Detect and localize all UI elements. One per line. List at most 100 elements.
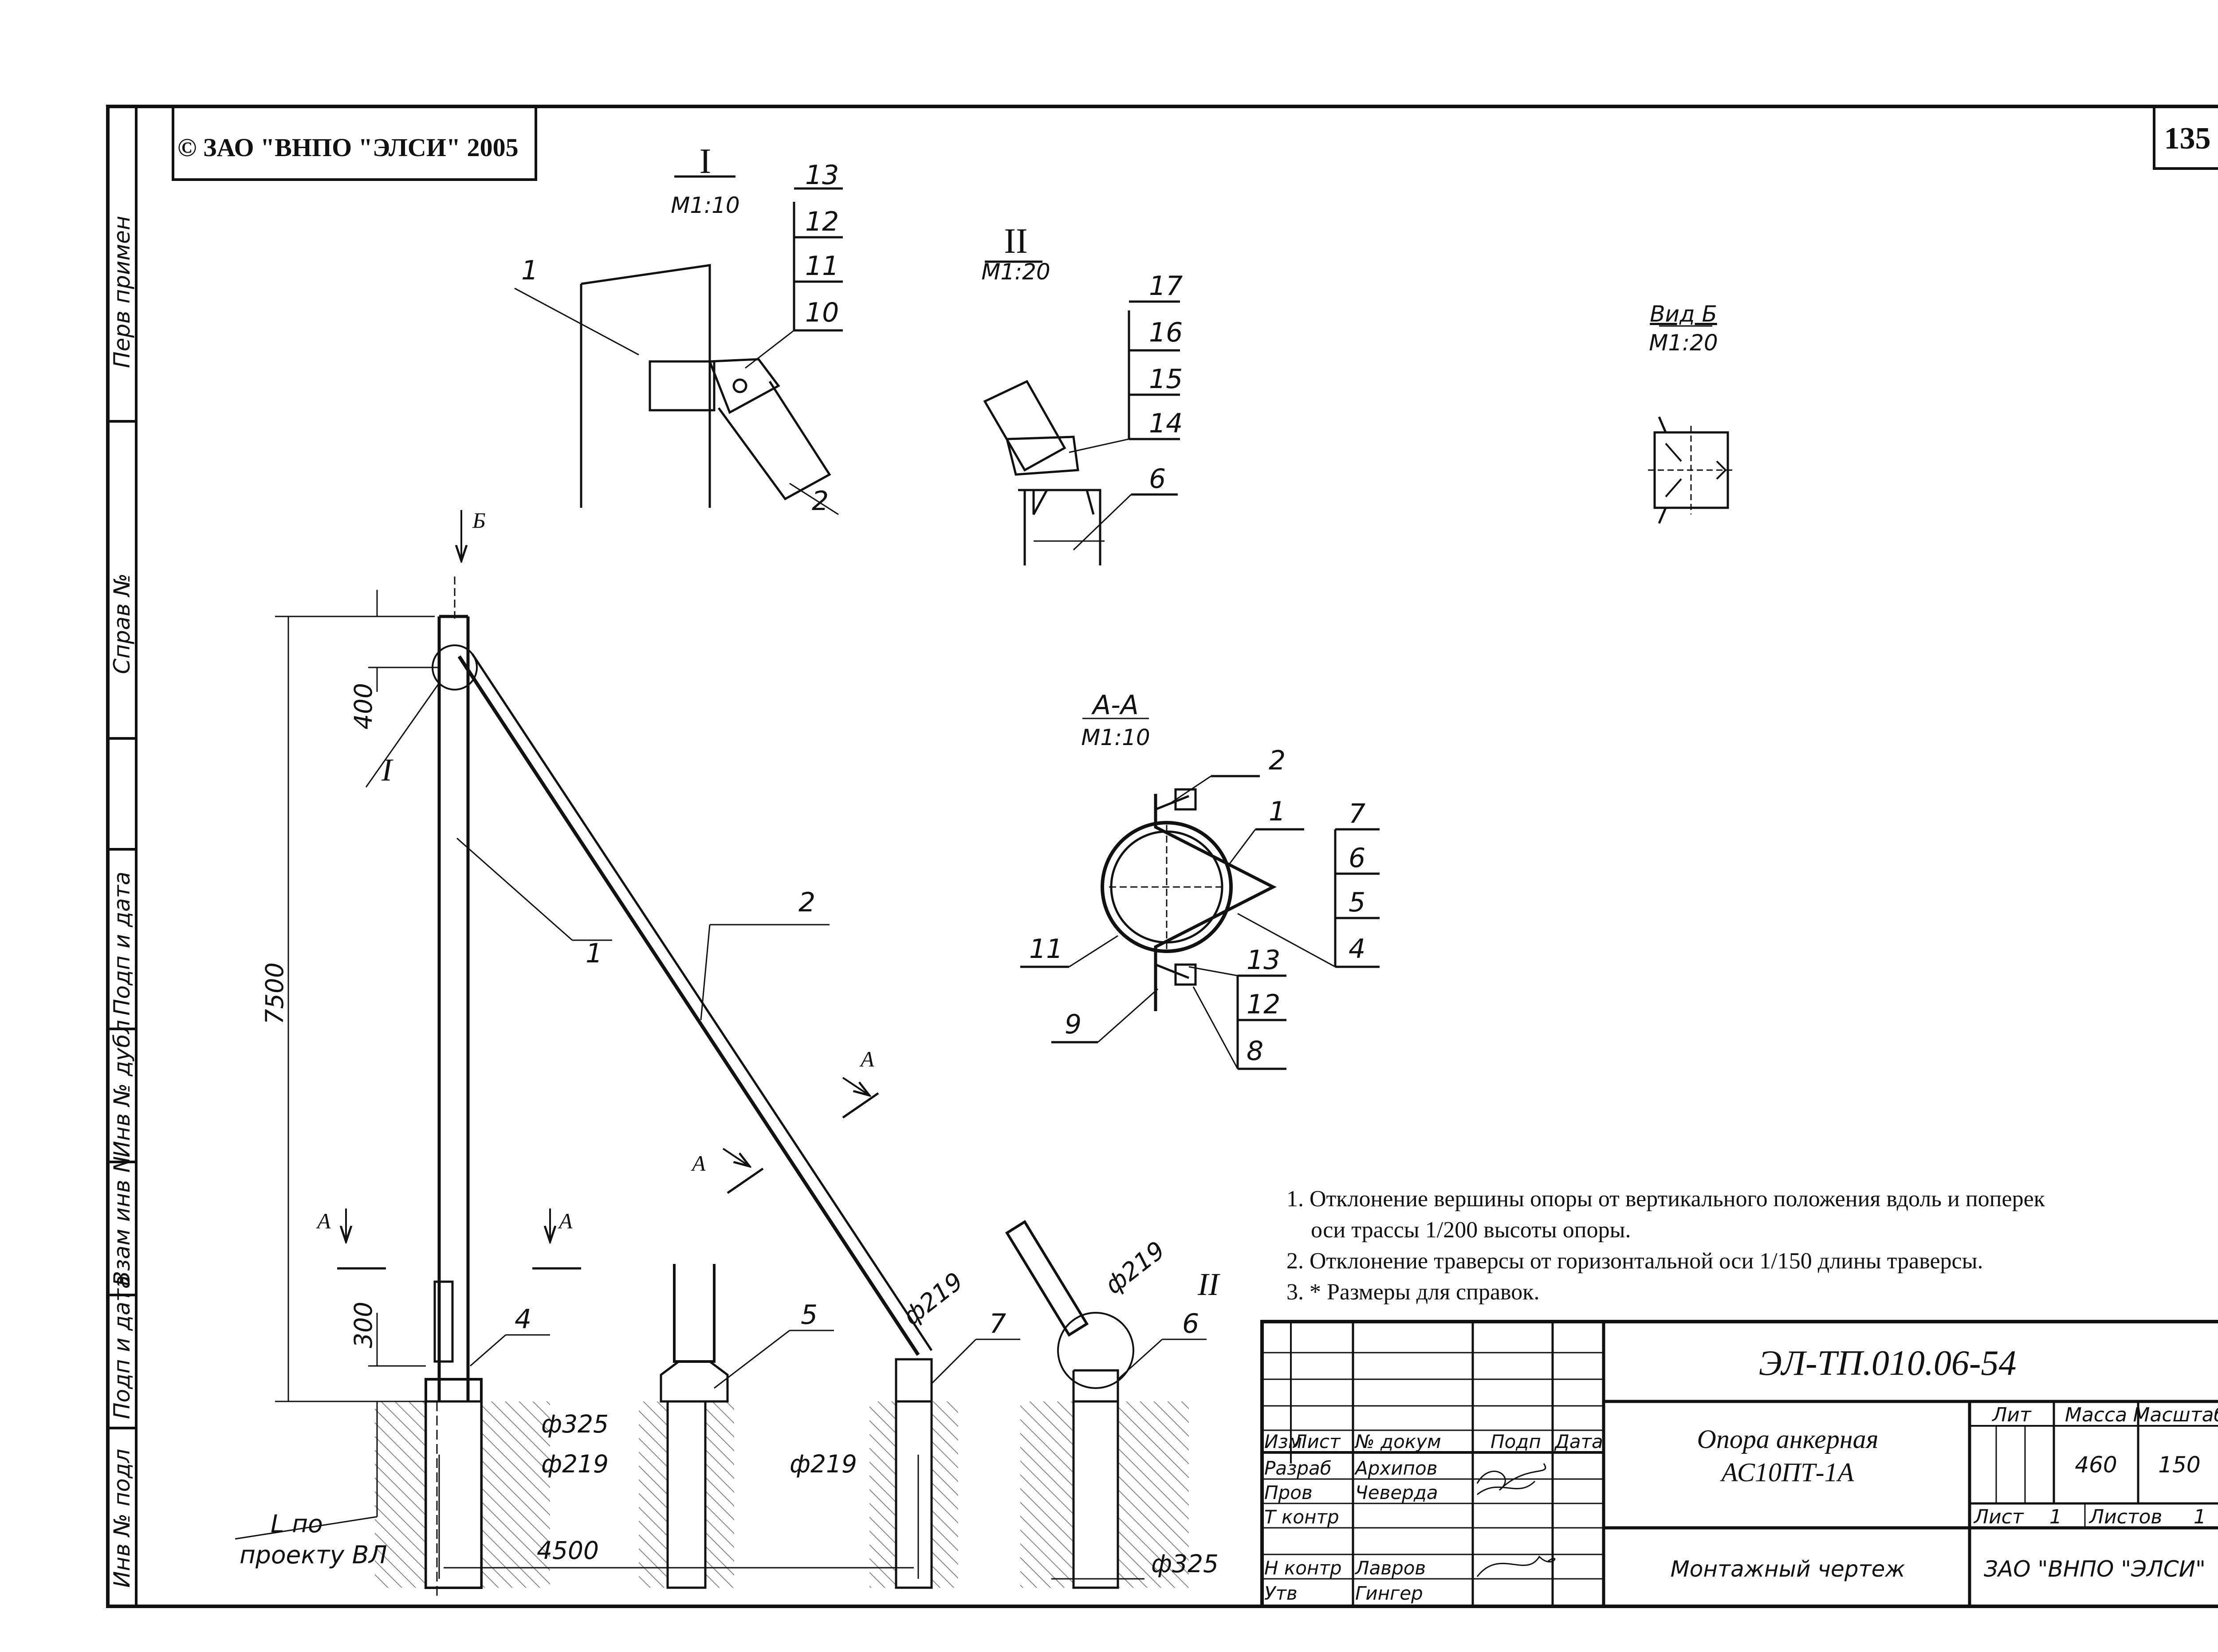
side-label-vzam-inv: Взам инв N xyxy=(109,1156,135,1286)
callout-foundation-7: 7 xyxy=(989,1308,1006,1339)
dim-d219-d: ф219 xyxy=(1100,1236,1170,1299)
tb-organization: ЗАО "ВНПО "ЭЛСИ" xyxy=(1984,1556,2206,1582)
tb-name-line1: Опора анкерная xyxy=(1697,1424,1879,1454)
detail-I-callout-13: 13 xyxy=(805,160,839,191)
section-AA-callout-2: 2 xyxy=(1269,745,1286,776)
dim-base-offset: 300 xyxy=(349,1302,378,1348)
section-letter-a-1: А xyxy=(316,1209,331,1233)
section-AA-title: А-А xyxy=(1091,690,1139,721)
tb-col-list: Лист xyxy=(1292,1431,1341,1452)
detail-II-callout-16: 16 xyxy=(1149,317,1183,348)
page-number: 135 xyxy=(2164,122,2211,156)
tb-name-line2: АС10ПТ-1А xyxy=(1720,1458,1854,1487)
detail-I-marker: I xyxy=(381,752,393,788)
view-B-title: Вид Б xyxy=(1650,301,1717,327)
dim-d325-b: ф325 xyxy=(1151,1550,1219,1578)
tb-sheet-value: 1 xyxy=(2049,1506,2062,1528)
tb-designation: ЭЛ-ТП.010.06-54 xyxy=(1758,1344,2016,1383)
callout-foundation-6: 6 xyxy=(1182,1308,1199,1339)
tb-name-nkontr: Лавров xyxy=(1354,1557,1426,1579)
tb-scale-label: Масштаб xyxy=(2133,1404,2218,1426)
section-letter-a-4: А xyxy=(691,1151,706,1176)
section-AA-callout-12: 12 xyxy=(1247,989,1280,1020)
tb-lit-label: Лит xyxy=(1991,1404,2032,1426)
depth-label-line1: L по xyxy=(271,1510,323,1538)
tb-name-razrab: Архипов xyxy=(1354,1457,1437,1479)
side-label-perv-primen: Перв примен xyxy=(109,216,135,368)
detail-II-marker: II xyxy=(1197,1267,1220,1302)
detail-I-callout-1: 1 xyxy=(521,255,538,286)
tb-col-date: Дата xyxy=(1554,1431,1603,1452)
tb-role-tkontr: Т контр xyxy=(1264,1506,1339,1528)
tb-col-izm: Изм xyxy=(1264,1431,1302,1452)
depth-label-line2: проекту ВЛ xyxy=(240,1541,387,1569)
tb-doc-type: Монтажный чертеж xyxy=(1671,1556,1905,1582)
side-label-podp-data-top: Подп и дата xyxy=(109,871,135,1016)
title-block xyxy=(1260,1320,2218,1608)
detail-II-callout-17: 17 xyxy=(1149,271,1183,302)
side-label-inv-podl: Инв № подл xyxy=(109,1449,135,1588)
detail-I-title: I xyxy=(700,142,712,181)
dim-height: 7500 xyxy=(260,962,289,1024)
notes: 1. Отклонение вершины опоры от вертикаль… xyxy=(1286,1186,2045,1305)
detail-II xyxy=(983,260,1180,565)
tb-role-razrab: Разраб xyxy=(1264,1457,1332,1479)
section-AA-callout-8: 9 xyxy=(1065,1009,1081,1040)
detail-I-scale: М1:10 xyxy=(671,192,739,218)
detail-I-callout-10: 10 xyxy=(805,297,839,328)
tb-sheets-value: 1 xyxy=(2194,1506,2206,1528)
tb-name-utv: Гингер xyxy=(1355,1582,1423,1604)
tb-scale-value: 150 xyxy=(2158,1452,2200,1478)
callout-foundation-5: 5 xyxy=(801,1299,818,1330)
tb-role-prov: Пров xyxy=(1264,1482,1313,1503)
tb-mass-value: 460 xyxy=(2075,1452,2117,1478)
view-B xyxy=(1648,325,1734,524)
tb-sheet-label: Лист xyxy=(1973,1506,2024,1528)
detail-II-callout-15: 15 xyxy=(1149,364,1183,395)
tb-role-nkontr: Н контр xyxy=(1264,1557,1342,1579)
view-B-scale: М1:20 xyxy=(1649,330,1718,356)
side-label-podp-data-bottom: Подп и дата xyxy=(109,1275,135,1419)
detail-I-callout-2: 2 xyxy=(812,486,829,517)
note-2: 2. Отклонение траверсы от горизонтальной… xyxy=(1286,1248,1983,1274)
section-AA-callout-11: 8 xyxy=(1247,1036,1263,1067)
tb-mass-label: Масса xyxy=(2065,1404,2127,1426)
side-stamp xyxy=(106,105,138,1608)
callout-foundation-4: 4 xyxy=(515,1304,531,1335)
section-AA-callout-7: 7 xyxy=(1349,798,1365,829)
section-AA-callout-4: 4 xyxy=(1349,934,1365,965)
tb-role-utv: Утв xyxy=(1264,1582,1298,1604)
dim-d219-c: ф219 xyxy=(898,1267,968,1330)
section-letter-a-2: А xyxy=(558,1209,573,1233)
dim-d325-a: ф325 xyxy=(541,1410,609,1438)
dim-d219-a: ф219 xyxy=(541,1450,609,1478)
callout-strut-2: 2 xyxy=(798,887,815,918)
dim-d219-b: ф219 xyxy=(790,1450,857,1478)
detail-I xyxy=(514,175,843,515)
section-AA-scale: М1:10 xyxy=(1081,725,1150,750)
section-AA-callout-6: 6 xyxy=(1349,843,1365,874)
main-elevation xyxy=(235,510,1207,1597)
dim-top-offset: 400 xyxy=(349,683,378,730)
tb-col-podp: Подп xyxy=(1490,1431,1541,1452)
section-AA-callout-13: 13 xyxy=(1247,945,1280,976)
note-1: 1. Отклонение вершины опоры от вертикаль… xyxy=(1286,1186,2045,1212)
section-AA-callout-9: 11 xyxy=(1029,934,1063,965)
note-1-cont: оси трассы 1/200 высоты опоры. xyxy=(1311,1217,1631,1243)
section-AA xyxy=(1020,718,1380,1070)
detail-II-callout-14: 14 xyxy=(1149,408,1183,439)
section-AA-callout-1: 1 xyxy=(1269,796,1286,827)
tb-name-prov: Чеверда xyxy=(1355,1482,1438,1503)
tb-col-doc: № докум xyxy=(1354,1431,1441,1452)
copyright-text: © ЗАО "ВНПО "ЭЛСИ" 2005 xyxy=(177,133,519,162)
section-AA-callout-5: 5 xyxy=(1349,887,1365,918)
section-letter-a-3: А xyxy=(859,1047,874,1071)
dim-span: 4500 xyxy=(537,1536,599,1565)
tb-sheets-label: Листов xyxy=(2088,1506,2162,1528)
detail-II-title: II xyxy=(1004,222,1027,261)
detail-II-scale: М1:20 xyxy=(981,259,1050,285)
detail-I-callout-11: 11 xyxy=(805,251,839,282)
side-label-sprav-no: Справ № xyxy=(109,573,135,674)
note-3: 3. * Размеры для справок. xyxy=(1286,1279,1540,1305)
